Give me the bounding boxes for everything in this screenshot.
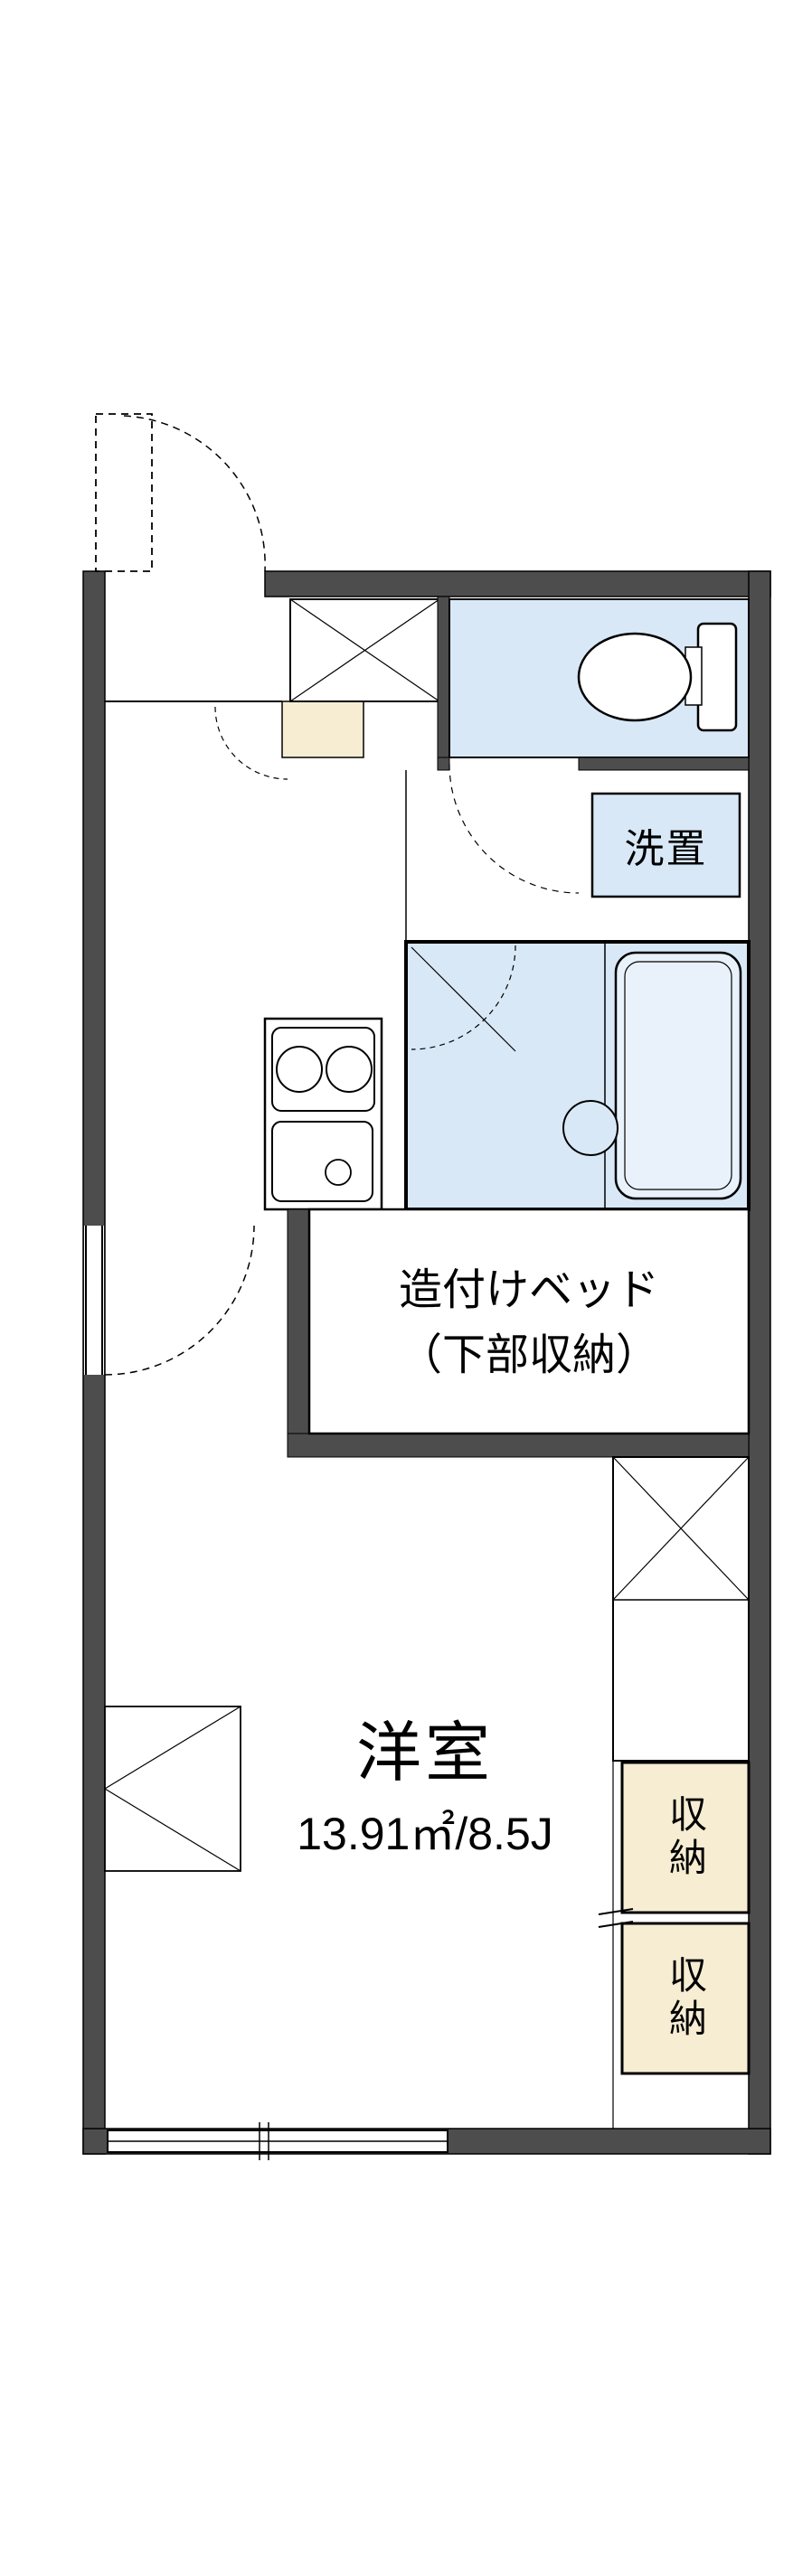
cabinet-door-swing-arc xyxy=(214,706,288,780)
bed-bottom-wall xyxy=(287,1433,750,1458)
entrance-door xyxy=(95,413,266,572)
bathtub xyxy=(614,951,742,1200)
toilet-tank xyxy=(696,622,738,732)
left-room-opening xyxy=(84,1225,255,1376)
kitchen xyxy=(263,1017,383,1211)
storage-tick xyxy=(598,1921,634,1928)
wall-top xyxy=(264,570,771,597)
bathroom xyxy=(404,940,751,1211)
stove-burner-left xyxy=(276,1046,323,1093)
toilet-room xyxy=(437,596,750,894)
stove-burner-right xyxy=(326,1046,373,1093)
bed-left-wall xyxy=(287,1208,310,1458)
shoe-cabinet xyxy=(289,598,440,702)
laundry-space xyxy=(590,792,741,898)
toilet-door-swing-arc xyxy=(448,763,580,894)
sink-drain xyxy=(325,1159,352,1186)
toilet-bottom-wall-right xyxy=(578,757,750,771)
storage-boxes xyxy=(598,1761,751,2075)
bathroom-door-fold xyxy=(411,946,516,1052)
toilet-bowl xyxy=(577,632,693,722)
bathtub-inner xyxy=(624,961,732,1190)
entrance-mat xyxy=(281,700,364,758)
built-in-bed xyxy=(287,1208,751,1458)
toilet-partition-wall xyxy=(437,596,450,758)
entrance-door-swing-arc xyxy=(123,415,266,572)
wall-right xyxy=(748,570,771,2155)
storage-top-box xyxy=(620,1761,751,1914)
bottom-window xyxy=(107,2122,448,2160)
tall-closet xyxy=(612,1456,750,2129)
kitchen-sink xyxy=(271,1121,373,1202)
bath-drain xyxy=(562,1100,618,1156)
storage-bottom-box xyxy=(620,1922,751,2075)
genkan xyxy=(105,700,364,780)
storage-tick xyxy=(598,1908,634,1915)
room-door-swing-arc xyxy=(104,1225,255,1376)
entrance-door-panel xyxy=(95,413,153,572)
bay-window-unit xyxy=(104,1706,241,1872)
bathroom-door-swing-arc xyxy=(411,945,516,1050)
toilet-bottom-wall-left xyxy=(437,757,450,771)
bed-outline xyxy=(307,1208,751,1435)
